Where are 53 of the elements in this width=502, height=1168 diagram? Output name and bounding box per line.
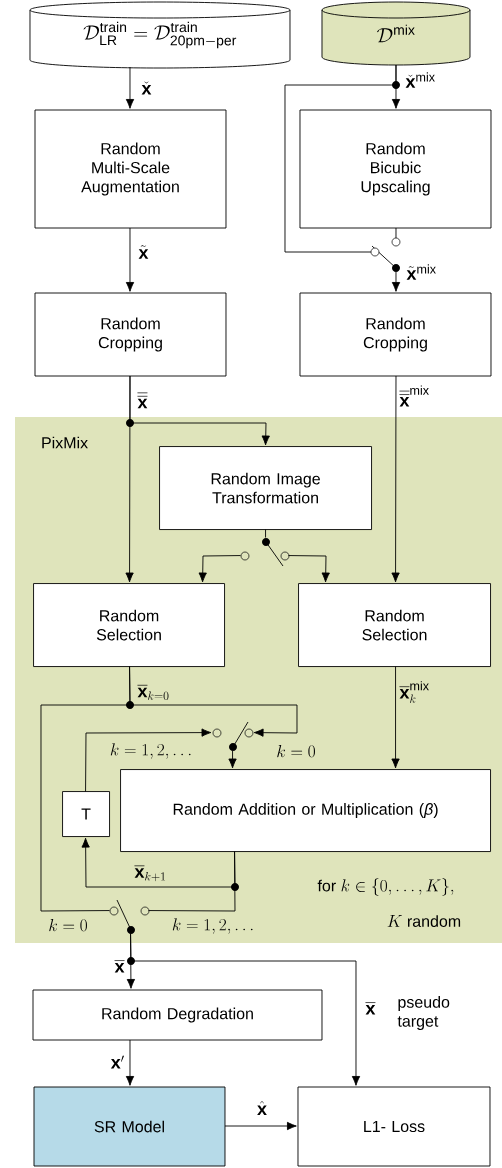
arrow (125, 1039, 135, 1086)
edge-label: $\overline{\mathbf{x}}$ (365, 1002, 376, 1015)
process-box: Random Selection (33, 583, 225, 667)
database-cylinder: $\mathcal{D}^{\mathrm{train}}_{\mathrm{LR}}=\mathcal{D}^{\mathrm{train}}_{\mathrm{20pm-per}}$ (29, 1, 291, 69)
edge-label: $\overline{\mathbf{x}}_{k+1}$ (134, 865, 166, 882)
process-box: Random Bicubic Upscaling (299, 109, 492, 229)
edge-label: $\overline{\mathbf{x}}_{k=0}$ (137, 685, 169, 701)
arrow (130, 933, 361, 1086)
arrow (391, 375, 400, 583)
process-box: Random Selection (298, 583, 491, 667)
edge-label: $\overline{\mathbf{x}}$ (114, 960, 125, 973)
arrow (85, 728, 212, 792)
edge-label: $\overline{\mathbf{x}}^{\mathrm{mix}}_{k}$ (399, 681, 429, 703)
arrow (125, 66, 135, 109)
database-cylinder: $\mathcal{D}^{\mathrm{mix}}$ (321, 1, 471, 66)
process-box: T (62, 791, 110, 837)
switch-label: $k=1, 2, \ldots$ (110, 743, 191, 759)
switch-symbol (240, 538, 290, 567)
process-box: L1- Loss (297, 1086, 491, 1167)
switch-label: $\text{for } k \in \{0, \ldots, K\},$ (317, 878, 454, 896)
process-box: Random Addition or Multiplication (β) (120, 769, 491, 852)
arrow (391, 666, 400, 769)
arrow (198, 555, 241, 583)
arrow (228, 750, 237, 769)
process-box: Random Degradation (32, 989, 323, 1041)
arrow (81, 837, 236, 888)
switch-label: $k=0$ (49, 919, 87, 932)
edge-label: $\hat{\mathbf{x}}$ (257, 1100, 267, 1116)
edge-label: $\check{\mathbf{x}}$ (141, 81, 152, 95)
arrow (129, 375, 270, 446)
switch-symbol (109, 899, 150, 934)
arrow (288, 555, 330, 583)
arrow (224, 1121, 297, 1131)
switch-label: $k=0$ (277, 745, 315, 758)
process-box: Random Cropping (34, 292, 227, 377)
switch-label: $k=1, 2, \ldots$ (172, 918, 253, 934)
note-text: pseudo target (397, 996, 450, 1030)
edge-label: $\overline{\overline{\mathbf{x}}}$ (137, 392, 148, 409)
edge-label: $\tilde{\mathbf{x}}$ (138, 245, 149, 259)
arrow (125, 227, 135, 292)
edge-label: $\mathbf{x}'$ (110, 1055, 124, 1069)
switch-label: $K\text{ random}$ (387, 915, 461, 927)
edge-label: $\overline{\overline{\mathbf{x}}}^{\mathrm{mix}}$ (399, 385, 429, 407)
edge-label: $\check{\mathbf{x}}^{\mathrm{mix}}$ (405, 72, 435, 88)
process-box: Random Multi-Scale Augmentation (34, 109, 227, 229)
edge-label: $\tilde{\mathbf{x}}^{\mathrm{mix}}$ (406, 264, 436, 280)
switch-symbol (212, 721, 254, 751)
model-box: SR Model (33, 1086, 226, 1167)
process-box: Random Image Transformation (159, 446, 372, 530)
switch-symbol (370, 237, 401, 272)
process-box: Random Cropping (299, 292, 492, 377)
arrow (391, 271, 401, 292)
panel-heading: PixMix (42, 436, 88, 449)
